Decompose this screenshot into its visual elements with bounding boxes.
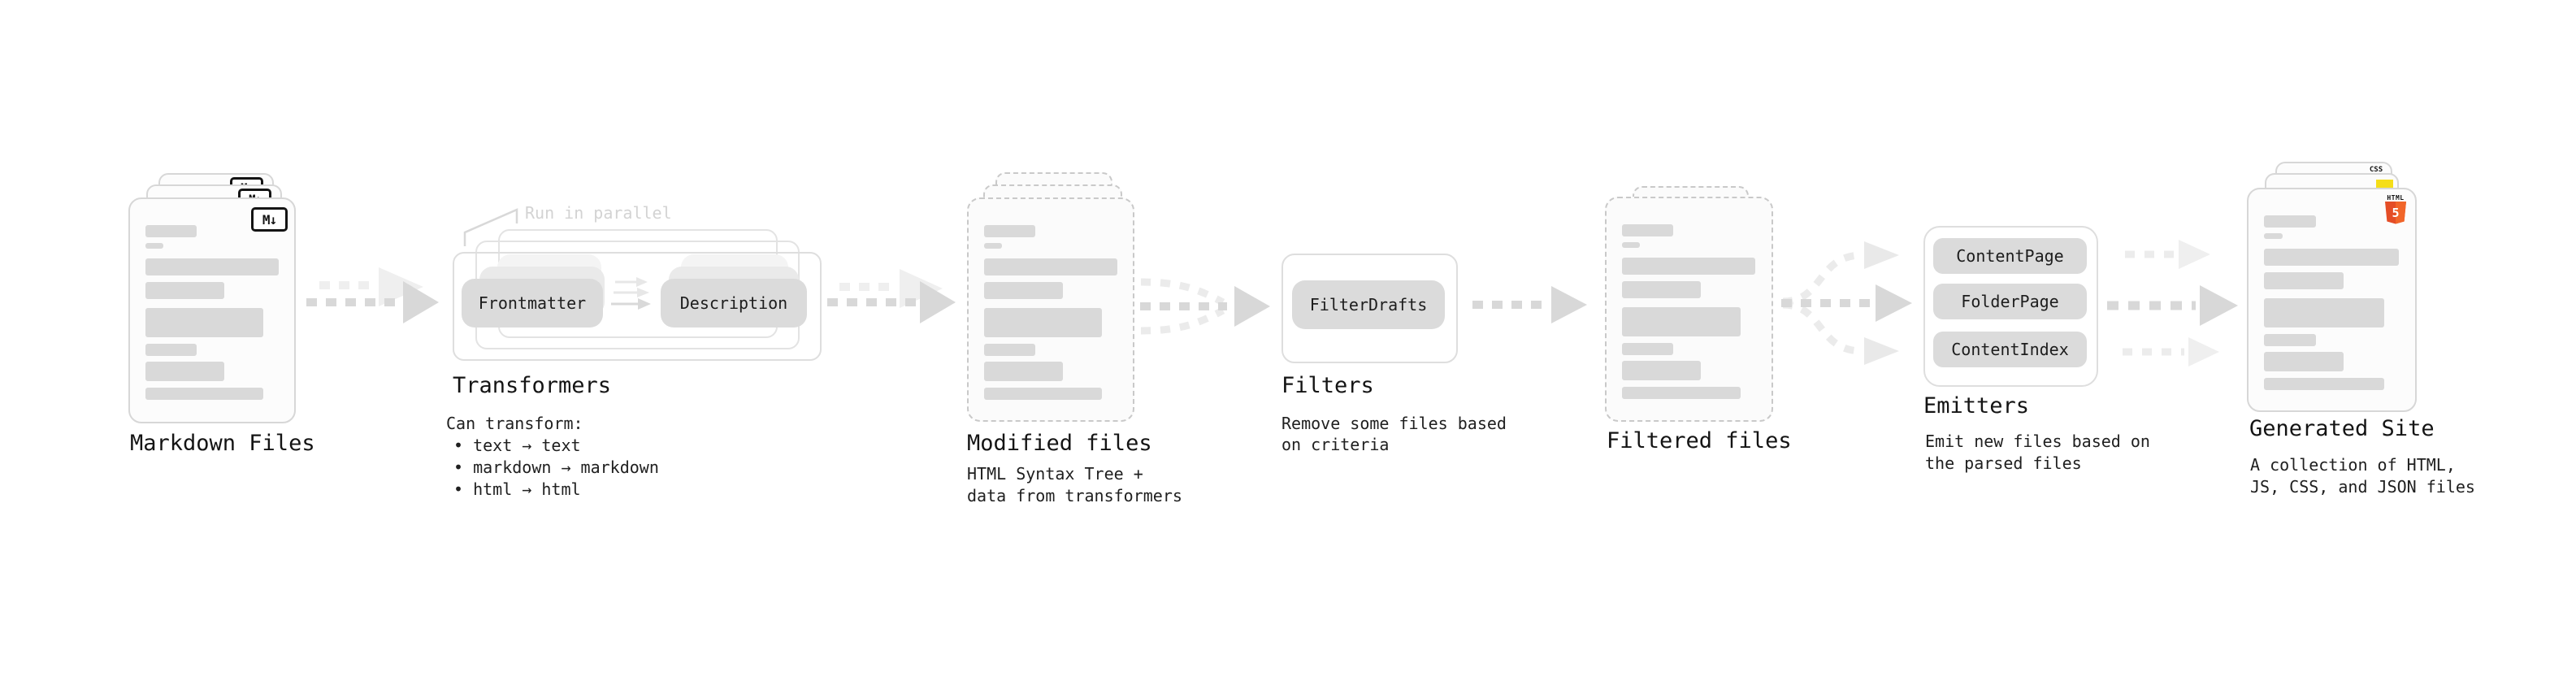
- skeleton-line: [1622, 242, 1641, 248]
- arrow-merge-modified-to-filters: [1140, 278, 1270, 335]
- desc-line: the parsed files: [1925, 453, 2082, 473]
- arrows-emitters-to-site: [2107, 240, 2238, 367]
- skeleton-line: [2264, 272, 2344, 289]
- contentpage-pill: ContentPage: [1933, 238, 2087, 274]
- arrow-markdown-to-transformers: [306, 267, 439, 323]
- markdown-files-label: Markdown Files: [130, 431, 315, 456]
- skeleton-line: [1622, 307, 1741, 336]
- contentindex-pill: ContentIndex: [1933, 332, 2087, 367]
- skeleton-line: [984, 388, 1103, 400]
- skeleton-line: [1622, 281, 1702, 298]
- skeleton-line: [2264, 233, 2283, 239]
- arrow-transformers-to-modified: [827, 269, 956, 323]
- run-in-parallel-note: Run in parallel: [525, 203, 672, 223]
- filters-description: Remove some files based on criteria: [1281, 413, 1507, 455]
- skeleton-line: [984, 225, 1035, 237]
- skeleton-line: [2264, 352, 2344, 371]
- filters-title: Filters: [1281, 373, 1374, 398]
- skeleton-line: [1622, 387, 1741, 399]
- arrow-filters-to-filtered: [1472, 286, 1587, 323]
- skeleton-line: [145, 362, 224, 381]
- transformers-bullet: • text → text: [453, 436, 581, 455]
- skeleton-line: [2264, 215, 2316, 228]
- markdown-files-stack: M↓ M↓ M↓: [128, 173, 296, 423]
- skeleton-line: [2264, 249, 2400, 266]
- skeleton-line: [984, 258, 1117, 275]
- skeleton-line: [145, 282, 224, 299]
- skeleton-line: [145, 308, 264, 337]
- description-pill: Description: [661, 279, 807, 327]
- arrow-split-filtered-to-emitters: [1781, 241, 1912, 365]
- skeleton-line: [2264, 298, 2384, 327]
- modified-files-stack: [967, 172, 1134, 422]
- skeleton-line: [984, 362, 1063, 381]
- emitters-description: Emit new files based on the parsed files: [1925, 431, 2150, 475]
- filtered-files-stack: [1605, 186, 1773, 422]
- skeleton-line: [145, 243, 164, 249]
- skeleton-line: [1622, 343, 1673, 355]
- modified-files-label: Modified files: [967, 431, 1152, 456]
- skeleton-line: [984, 344, 1035, 356]
- generated-site-label: Generated Site: [2249, 416, 2435, 441]
- skeleton-line: [2264, 378, 2384, 390]
- emitters-frame: [1923, 226, 2098, 387]
- js-icon: [2376, 180, 2393, 189]
- html5-icon: HTML 5: [2384, 194, 2407, 228]
- transformers-description: Can transform: • text → text • markdown …: [446, 413, 659, 501]
- modified-file-card: [967, 197, 1134, 422]
- emitters-title: Emitters: [1923, 393, 2030, 419]
- skeleton-line: [145, 225, 197, 237]
- skeleton-line: [145, 388, 264, 400]
- frontmatter-pill: Frontmatter: [462, 279, 603, 327]
- desc-line: JS, CSS, and JSON files: [2250, 477, 2475, 497]
- filtered-files-label: Filtered files: [1607, 428, 1792, 453]
- html5-shield: 5: [2385, 202, 2406, 224]
- desc-line: HTML Syntax Tree +: [967, 464, 1143, 484]
- html5-icon-number: 5: [2392, 206, 2399, 220]
- filterdrafts-pill: FilterDrafts: [1292, 280, 1445, 329]
- desc-line: Remove some files based: [1281, 414, 1507, 433]
- folderpage-pill: FolderPage: [1933, 284, 2087, 319]
- transformers-title: Transformers: [453, 373, 612, 398]
- transformers-bullet: • html → html: [453, 479, 581, 499]
- modified-files-description: HTML Syntax Tree + data from transformer…: [967, 463, 1182, 507]
- markdown-file-card: M↓: [128, 197, 296, 423]
- skeleton-line: [2264, 334, 2316, 346]
- filters-frame: [1281, 254, 1458, 363]
- transformers-bullet: • markdown → markdown: [453, 458, 659, 477]
- generated-site-stack: CSS HTML 5: [2247, 162, 2417, 412]
- transformers-desc-heading: Can transform:: [446, 414, 583, 433]
- filtered-file-card: [1605, 197, 1773, 422]
- desc-line: A collection of HTML,: [2250, 455, 2456, 475]
- skeleton-line: [1622, 258, 1756, 275]
- transformer-frame-front: [453, 252, 822, 361]
- generated-site-description: A collection of HTML, JS, CSS, and JSON …: [2250, 454, 2475, 498]
- markdown-icon: M↓: [251, 207, 288, 232]
- css-icon-label: CSS: [2369, 166, 2383, 174]
- skeleton-line: [145, 258, 279, 275]
- skeleton-line: [984, 282, 1063, 299]
- desc-line: data from transformers: [967, 486, 1182, 505]
- skeleton-line: [1622, 224, 1673, 236]
- skeleton-line: [145, 344, 197, 356]
- skeleton-line: [984, 308, 1103, 337]
- skeleton-line: [984, 243, 1003, 249]
- desc-line: Emit new files based on: [1925, 432, 2150, 451]
- desc-line: on criteria: [1281, 435, 1390, 454]
- skeleton-line: [1622, 361, 1702, 380]
- html5-icon-label: HTML: [2387, 194, 2405, 202]
- site-file-card: HTML 5: [2247, 188, 2417, 412]
